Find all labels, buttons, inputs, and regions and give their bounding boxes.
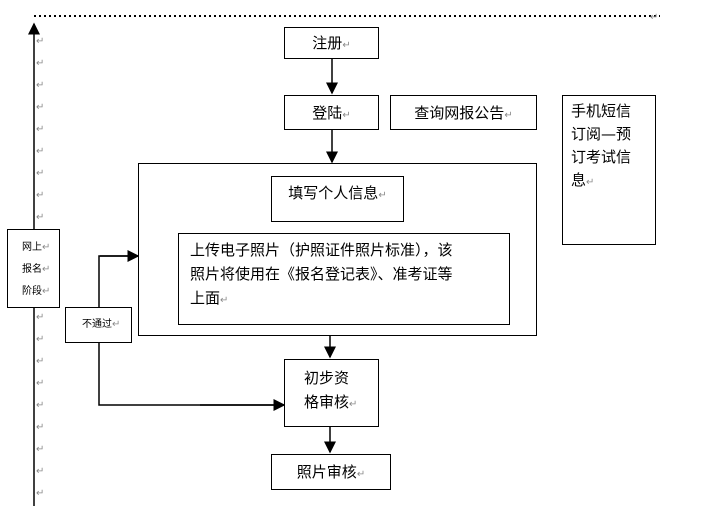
svg-text:↵: ↵ [36, 378, 44, 389]
sms-line-2: 订阅—预 [571, 125, 632, 143]
timeline-marks: ↵↵↵ ↵↵↵ ↵↵↵ ↵↵↵ ↵↵↵ ↵↵↵ ↵ ↵ [36, 12, 658, 499]
query-notice-box: 查询网报公告↵ [390, 95, 537, 130]
query-notice-label: 查询网报公告 [414, 104, 505, 122]
register-box: 注册↵ [284, 27, 379, 59]
svg-text:↵: ↵ [36, 444, 44, 455]
prelim-line-1: 初步资 [304, 369, 350, 387]
photo-review-box: 照片审核↵ [271, 454, 391, 490]
sms-line-3: 订考试信 [571, 148, 632, 166]
svg-text:↵: ↵ [36, 356, 44, 367]
sms-line-4: 息 [571, 171, 587, 189]
stage-line-1: 网上 [22, 242, 42, 253]
svg-text:↵: ↵ [36, 102, 44, 113]
prelim-review-box: 初步资 格审核↵ [284, 359, 379, 427]
svg-text:↵: ↵ [36, 422, 44, 433]
svg-text:↵: ↵ [36, 334, 44, 345]
svg-text:↵: ↵ [36, 400, 44, 411]
upload-line-2: 照片将使用在《报名登记表》、准考证等 [190, 265, 453, 283]
stage-line-2: 报名 [22, 264, 42, 275]
upload-photo-box: 上传电子照片（护照证件照片标准），该 照片将使用在《报名登记表》、准考证等 上面… [178, 233, 510, 325]
fill-info-box: 填写个人信息↵ [271, 176, 404, 222]
prelim-line-2: 格审核 [304, 393, 350, 411]
svg-text:↵: ↵ [36, 58, 44, 69]
svg-text:↵: ↵ [36, 488, 44, 499]
svg-text:↵: ↵ [36, 466, 44, 477]
svg-text:↵: ↵ [36, 312, 44, 323]
not-pass-label: 不通过 [82, 319, 112, 330]
svg-text:↵: ↵ [650, 12, 658, 23]
svg-text:↵: ↵ [36, 190, 44, 201]
not-pass-box: 不通过↵ [65, 307, 132, 343]
photo-review-label: 照片审核 [296, 463, 357, 481]
upload-line-3: 上面 [190, 289, 221, 307]
svg-text:↵: ↵ [36, 124, 44, 135]
svg-text:↵: ↵ [36, 146, 44, 157]
svg-text:↵: ↵ [36, 168, 44, 179]
sms-box: 手机短信 订阅—预 订考试信 息↵ [562, 95, 656, 245]
stage-line-3: 阶段 [22, 286, 42, 297]
svg-text:↵: ↵ [36, 80, 44, 91]
register-label: 注册 [312, 34, 343, 52]
fill-info-label: 填写个人信息 [288, 184, 379, 202]
login-box: 登陆↵ [284, 95, 379, 130]
stage-label-box: 网上↵ 报名↵ 阶段↵ [7, 229, 60, 308]
login-label: 登陆 [312, 104, 343, 122]
svg-text:↵: ↵ [36, 36, 44, 47]
sms-line-1: 手机短信 [571, 102, 632, 120]
upload-line-1: 上传电子照片（护照证件照片标准），该 [190, 241, 453, 259]
svg-text:↵: ↵ [36, 212, 44, 223]
